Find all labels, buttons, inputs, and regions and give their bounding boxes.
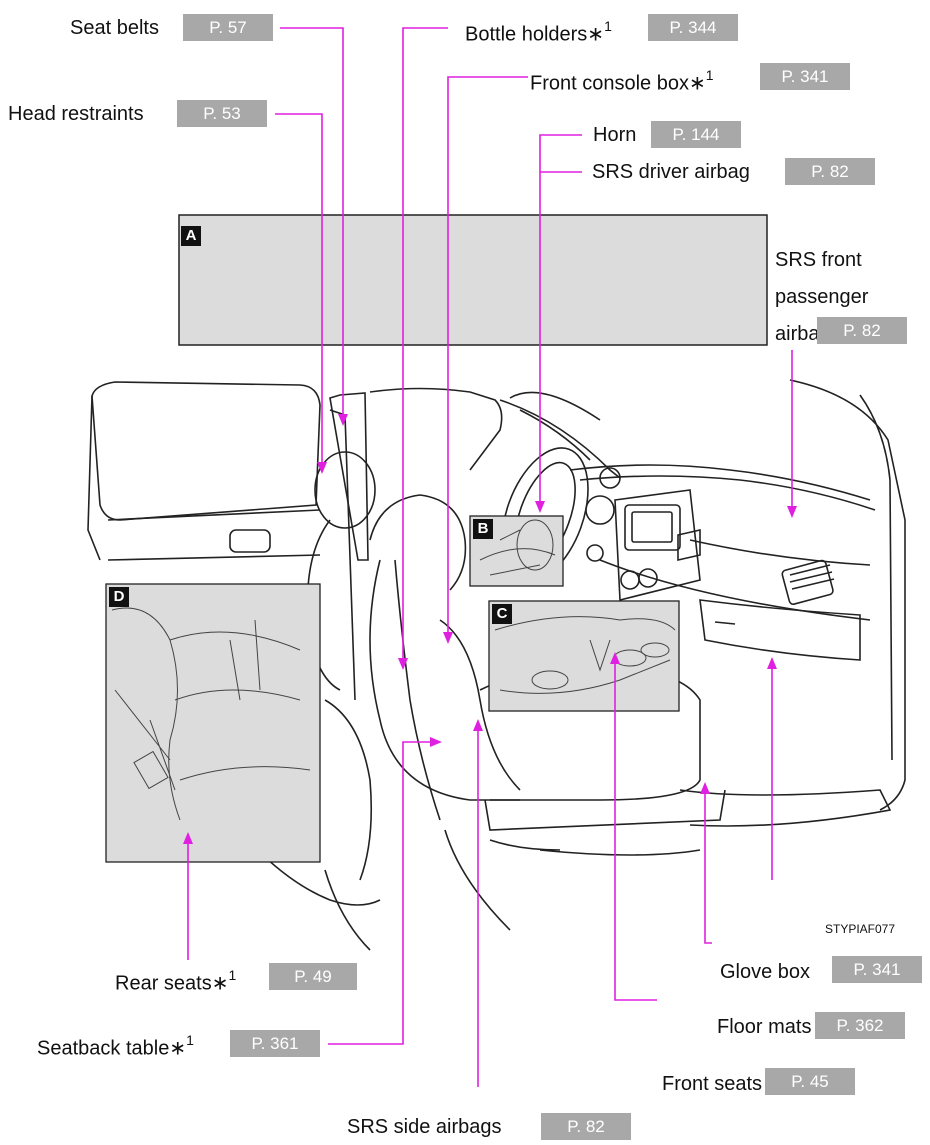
label-floor-mats: Floor mats: [717, 1016, 812, 1038]
leader-head-restraints: [275, 113, 323, 466]
panel-c-badge: C: [492, 604, 512, 624]
panel-c: [488, 600, 680, 712]
label-horn: Horn: [593, 124, 637, 146]
rear-seats-sup: 1: [228, 967, 237, 983]
front-console-box-text: Front console box: [530, 72, 689, 95]
label-srs-front-passenger-airbag-line2: passenger: [775, 286, 869, 308]
seatback-table-text: Seatback table: [37, 1037, 170, 1060]
seatback-table-note: ∗: [169, 1037, 187, 1060]
car-interior-lineart: [87, 379, 906, 951]
label-seat-belts: Seat belts: [70, 17, 159, 39]
arrowheads: [183, 414, 797, 844]
leader-horn: [539, 134, 582, 505]
panel-b-badge: B: [473, 519, 493, 539]
label-bottle-holders: Bottle holders∗1: [465, 16, 612, 47]
label-seatback-table: Seatback table∗1: [37, 1030, 194, 1061]
page-ref-bottle-holders[interactable]: P. 344: [648, 14, 738, 41]
rear-seats-text: Rear seats: [115, 972, 212, 995]
panel-d: [105, 583, 321, 863]
leader-bottle-holders: [402, 27, 448, 662]
page-ref-srs-driver-airbag[interactable]: P. 82: [785, 158, 875, 185]
label-front-seats: Front seats: [662, 1073, 763, 1095]
page-ref-front-console-box[interactable]: P. 341: [760, 63, 850, 90]
label-srs-front-passenger-airbag-line1: SRS front: [775, 249, 862, 271]
leader-seat-belts: [280, 27, 344, 418]
label-srs-driver-airbag: SRS driver airbag: [592, 161, 750, 183]
label-srs-side-airbags: SRS side airbags: [347, 1116, 502, 1138]
front-console-box-sup: 1: [705, 67, 714, 83]
page-ref-floor-mats[interactable]: P. 362: [815, 1012, 905, 1039]
panel-a-badge: A: [181, 226, 201, 246]
panel-d-badge: D: [109, 587, 129, 607]
front-console-box-note: ∗: [688, 72, 706, 95]
page-ref-srs-side-airbags[interactable]: P. 82: [541, 1113, 631, 1140]
seatback-table-sup: 1: [186, 1032, 194, 1048]
page-ref-horn[interactable]: P. 144: [651, 121, 741, 148]
label-glove-box: Glove box: [720, 961, 811, 983]
leader-front-seats: [614, 660, 657, 1001]
bottle-holders-text: Bottle holders: [465, 23, 588, 46]
label-front-console-box: Front console box∗1: [530, 65, 714, 96]
page-ref-glove-box[interactable]: P. 341: [832, 956, 922, 983]
page-ref-rear-seats[interactable]: P. 49: [269, 963, 357, 990]
page-ref-front-seats[interactable]: P. 45: [765, 1068, 855, 1095]
page-ref-seatback-table[interactable]: P. 361: [230, 1030, 320, 1057]
panel-a: [178, 214, 768, 346]
leader-lines: [187, 27, 793, 1087]
bottle-holders-sup: 1: [604, 18, 612, 34]
image-code: STYPIAF077: [825, 922, 896, 936]
leader-floor-mats: [704, 790, 712, 944]
page-ref-srs-front-passenger-airbag[interactable]: P. 82: [817, 317, 907, 344]
label-head-restraints: Head restraints: [8, 103, 144, 125]
label-srs-front-passenger-airbag-line3: airbag: [775, 323, 831, 345]
leader-seatback-table: [328, 741, 434, 1045]
page-ref-seat-belts[interactable]: P. 57: [183, 14, 273, 41]
leader-front-console-box: [447, 76, 528, 636]
bottle-holders-note: ∗: [587, 23, 605, 46]
rear-seats-note: ∗: [211, 972, 229, 995]
label-rear-seats: Rear seats∗1: [115, 965, 236, 996]
page-ref-head-restraints[interactable]: P. 53: [177, 100, 267, 127]
